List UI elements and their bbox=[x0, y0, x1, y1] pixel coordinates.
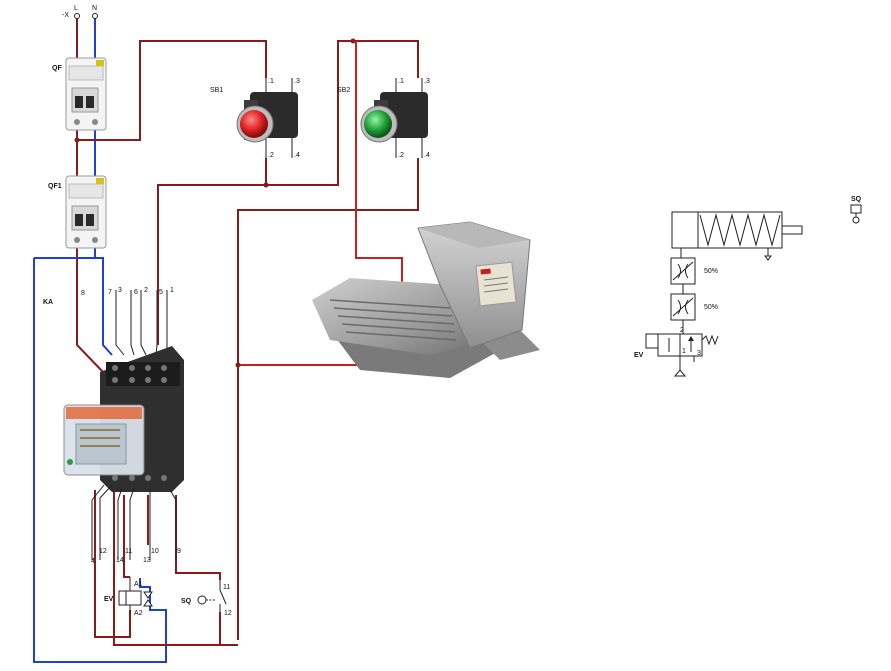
sb1-terminal-1: .1 bbox=[268, 78, 274, 85]
qf-label: QF bbox=[52, 65, 62, 72]
sb2-terminal-1: .1 bbox=[398, 78, 404, 85]
ev-coil-label: EV bbox=[104, 596, 114, 603]
solenoid-coil bbox=[118, 577, 153, 612]
n-label: N bbox=[92, 5, 97, 12]
flow-2-label: 50% bbox=[704, 304, 718, 311]
qf1-label: QF1 bbox=[48, 183, 62, 190]
pin-10: 10 bbox=[151, 548, 159, 555]
breaker-qf1 bbox=[65, 175, 107, 249]
relay-wires-top bbox=[115, 290, 168, 356]
relay-top-pin-labels: 8 7 3 6 2 5 1 bbox=[81, 287, 174, 297]
pin-2: 2 bbox=[144, 287, 148, 294]
sb1-label: SB1 bbox=[210, 87, 223, 94]
sq-sensor-icon bbox=[850, 204, 862, 224]
limit-switch-contact bbox=[197, 580, 227, 612]
pin-1: 1 bbox=[170, 287, 174, 294]
breaker-qf bbox=[65, 57, 107, 131]
sb2-terminal-2: .2 bbox=[398, 152, 404, 159]
pin-6: 6 bbox=[134, 289, 138, 296]
push-button-sb1[interactable] bbox=[236, 78, 298, 158]
flow-control-valve-2 bbox=[670, 293, 696, 334]
pin-14: 14 bbox=[116, 557, 124, 564]
pneumatic-cylinder bbox=[671, 211, 803, 261]
sb1-terminal-3: .3 bbox=[294, 78, 300, 85]
sq-sensor-label: SQ bbox=[851, 196, 862, 203]
junction-dots bbox=[74, 38, 356, 368]
coil-a2: A2 bbox=[134, 610, 143, 617]
sb1-terminal-4: .4 bbox=[294, 152, 300, 159]
ev-valve-label: EV bbox=[634, 352, 644, 359]
pin-9: 9 bbox=[177, 548, 181, 555]
green-button-cap[interactable] bbox=[364, 110, 392, 138]
pin-8: 8 bbox=[81, 290, 85, 297]
supply-terminals: -X L N bbox=[62, 5, 98, 19]
sq-label: SQ bbox=[181, 598, 192, 605]
pin-3: 3 bbox=[118, 287, 122, 294]
port-2: 2 bbox=[680, 327, 684, 334]
sb2-terminal-3: .3 bbox=[424, 78, 430, 85]
sq-terminal-12: 12 bbox=[224, 610, 232, 617]
relay-bottom-wires bbox=[91, 484, 177, 560]
coil-a1: A1 bbox=[134, 581, 143, 588]
pin-13: 13 bbox=[143, 557, 151, 564]
x-mark: -X bbox=[62, 12, 69, 19]
flow-1-label: 50% bbox=[704, 268, 718, 275]
flow-control-valve-1 bbox=[670, 257, 696, 294]
ka-label: KA bbox=[43, 299, 53, 306]
pin-7: 7 bbox=[108, 289, 112, 296]
relay-module bbox=[63, 404, 145, 476]
pin-4: 4 bbox=[91, 558, 95, 565]
port-1: 1 bbox=[682, 348, 686, 355]
foot-pedal-switch[interactable] bbox=[312, 221, 540, 378]
sq-terminal-11: 11 bbox=[223, 584, 230, 591]
solenoid-valve-3-2 bbox=[645, 333, 719, 377]
sb1-terminal-2: .2 bbox=[268, 152, 274, 159]
pin-5: 5 bbox=[159, 289, 163, 296]
l-label: L bbox=[74, 5, 78, 12]
pin-11: 11 bbox=[125, 548, 132, 555]
red-button-cap[interactable] bbox=[240, 110, 268, 138]
sb2-terminal-4: .4 bbox=[424, 152, 430, 159]
pin-12: 12 bbox=[99, 548, 107, 555]
push-button-sb2[interactable] bbox=[360, 78, 428, 158]
port-3: 3 bbox=[697, 350, 701, 357]
relay-bottom-pin-labels: 4 12 14 11 13 10 9 bbox=[91, 548, 181, 565]
sb2-label: SB2 bbox=[337, 87, 350, 94]
